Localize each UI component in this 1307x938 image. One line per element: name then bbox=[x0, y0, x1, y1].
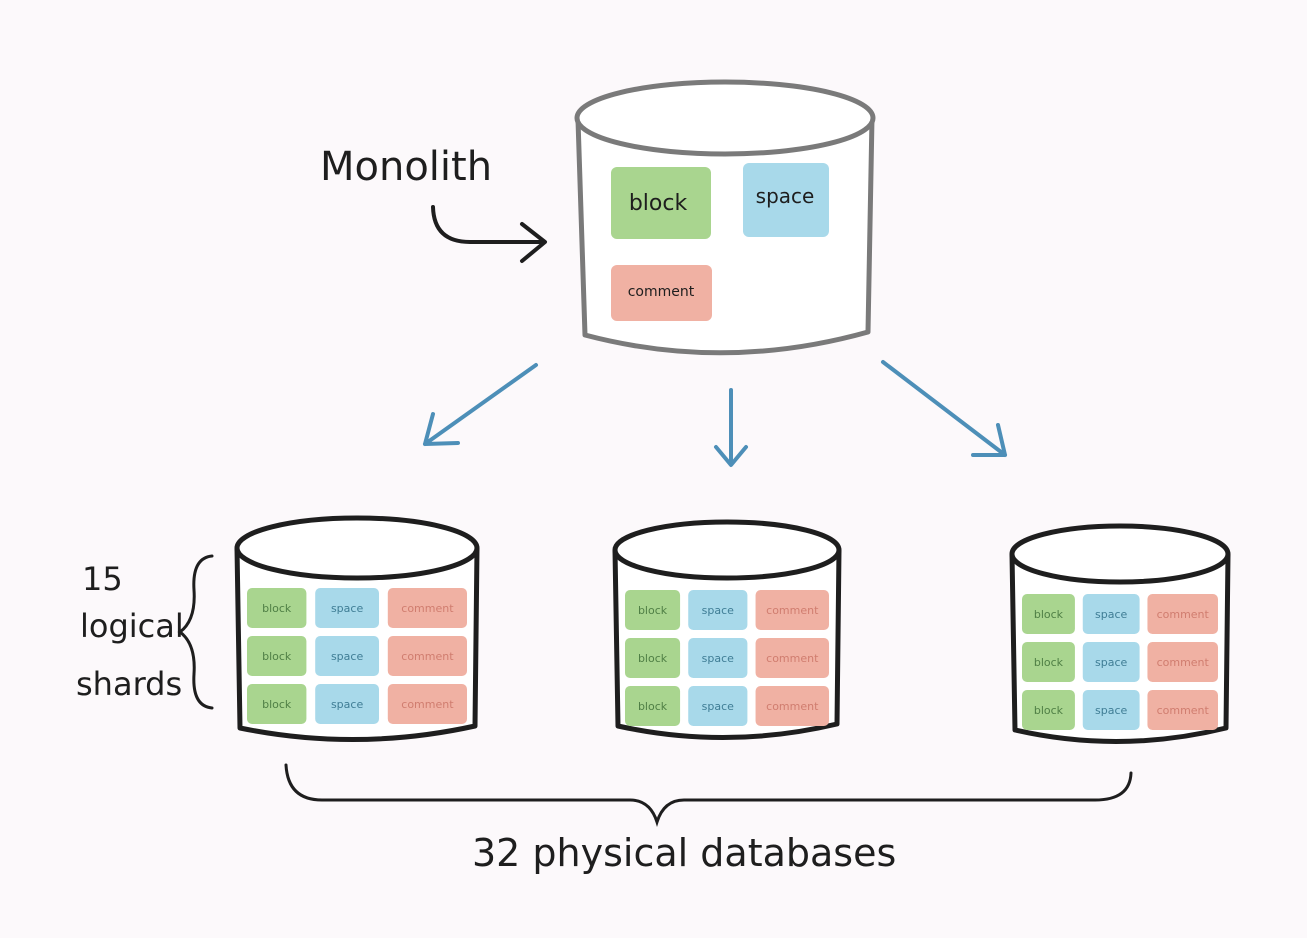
monolith-space-table bbox=[743, 163, 829, 237]
physical-databases-label: 32 physical databases bbox=[472, 831, 896, 875]
arrow-to-left-shard bbox=[423, 363, 538, 446]
shard-table-comment bbox=[387, 636, 467, 676]
shard-table-label: block bbox=[262, 602, 292, 615]
shard-table-label: space bbox=[702, 604, 735, 617]
shard-table-block bbox=[625, 686, 681, 726]
shard-table-block bbox=[625, 590, 681, 630]
shard-table-space bbox=[688, 590, 748, 630]
shard-table-label: block bbox=[262, 698, 292, 711]
shard-table-label: block bbox=[1034, 608, 1064, 621]
shard-table-block bbox=[1022, 642, 1075, 682]
shard-table-label: comment bbox=[766, 652, 819, 665]
shard-table-label: block bbox=[1034, 704, 1064, 717]
shard-table-comment bbox=[387, 588, 467, 628]
shard-table-label: block bbox=[638, 604, 668, 617]
shard-table-label: block bbox=[638, 652, 668, 665]
shard-table-label: comment bbox=[1157, 704, 1210, 717]
shard-table-space bbox=[688, 686, 748, 726]
shard-table-space bbox=[688, 638, 748, 678]
monolith-block-table bbox=[611, 167, 711, 239]
arrow-to-middle-shard bbox=[714, 388, 748, 467]
split-arrows bbox=[423, 360, 1007, 467]
shard-table-label: block bbox=[638, 700, 668, 713]
shard-database-middle: block space comment block space comment block s… bbox=[612, 519, 842, 741]
shard-table-label: space bbox=[702, 700, 735, 713]
physical-databases-brace bbox=[284, 763, 1133, 827]
shard-table-block bbox=[1022, 690, 1075, 730]
shard-table-space bbox=[1082, 690, 1140, 730]
shard-table-comment bbox=[755, 590, 829, 630]
shard-table-comment bbox=[755, 638, 829, 678]
shard-table-block bbox=[247, 588, 307, 628]
shard-table-space bbox=[315, 636, 379, 676]
logical-shards-brace bbox=[177, 554, 214, 710]
shard-table-comment bbox=[1147, 690, 1218, 730]
shard-table-label: space bbox=[1095, 704, 1128, 717]
shard-table-label: comment bbox=[766, 604, 819, 617]
physical-databases: block space comment block space comment block s… bbox=[234, 515, 1231, 745]
shard-table-label: block bbox=[262, 650, 292, 663]
shard-table-label: space bbox=[1095, 656, 1128, 669]
shard-table-label: comment bbox=[401, 650, 454, 663]
shard-table-label: comment bbox=[401, 698, 454, 711]
shard-table-comment bbox=[387, 684, 467, 724]
shard-table-label: space bbox=[702, 652, 735, 665]
shard-table-label: comment bbox=[766, 700, 819, 713]
shard-table-space bbox=[1082, 594, 1140, 634]
shard-table-block bbox=[1022, 594, 1075, 634]
shard-database-left: block space comment block space comment block s… bbox=[234, 515, 480, 742]
shard-table-space bbox=[315, 684, 379, 724]
shard-table-label: space bbox=[331, 698, 364, 711]
shard-table-space bbox=[315, 588, 379, 628]
shard-table-label: comment bbox=[401, 602, 454, 615]
shard-table-label: space bbox=[1095, 608, 1128, 621]
shard-table-comment bbox=[1147, 594, 1218, 634]
shard-table-comment bbox=[1147, 642, 1218, 682]
monolith-space-label: space bbox=[756, 184, 815, 208]
logical-shards-label: 15 logical shards bbox=[76, 560, 194, 703]
arrow-to-right-shard bbox=[881, 360, 1007, 457]
shard-table-block bbox=[247, 636, 307, 676]
monolith-label: Monolith bbox=[320, 144, 492, 190]
shard-table-label: comment bbox=[1157, 608, 1210, 621]
monolith-comment-label: comment bbox=[628, 284, 695, 300]
shard-table-block bbox=[247, 684, 307, 724]
monolith-block-label: block bbox=[629, 191, 688, 216]
shard-table-label: comment bbox=[1157, 656, 1210, 669]
shard-table-label: space bbox=[331, 602, 364, 615]
shard-database-right: block space comment block space comment block s… bbox=[1009, 523, 1231, 745]
shard-table-space bbox=[1082, 642, 1140, 682]
monolith-database: block space comment bbox=[574, 79, 876, 356]
shard-table-label: block bbox=[1034, 656, 1064, 669]
shard-table-comment bbox=[755, 686, 829, 726]
monolith-pointer-arrow bbox=[431, 205, 547, 263]
monolith-comment-table bbox=[611, 265, 712, 321]
shard-table-label: space bbox=[331, 650, 364, 663]
shard-table-block bbox=[625, 638, 681, 678]
